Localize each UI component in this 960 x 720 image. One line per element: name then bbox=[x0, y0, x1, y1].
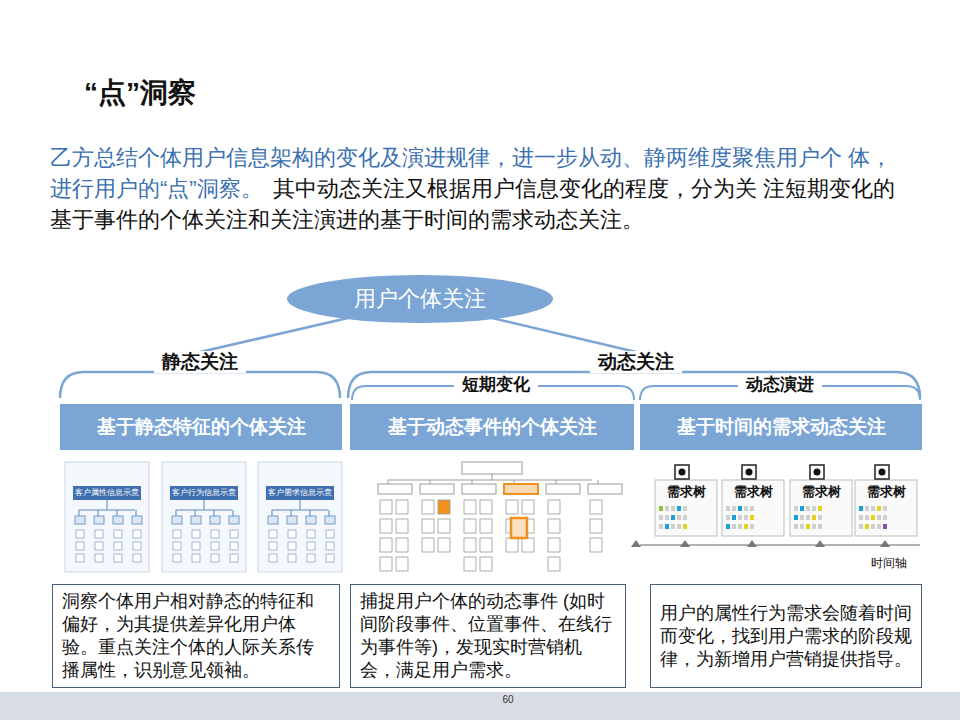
panel-header bbox=[73, 486, 141, 500]
bracket-label: 静态关注 bbox=[154, 351, 246, 373]
description-box: 捕捉用户个体的动态事件 (如时间阶段事件、位置事件、在线行为事件等)，发现实时营… bbox=[350, 584, 626, 688]
description-box: 用户的属性行为需求会随着时间而变化，找到用户需求的阶段规律，为新增用户营销提供指… bbox=[650, 584, 922, 688]
tree-label: 需求树 bbox=[667, 485, 706, 500]
timeline-illustration bbox=[631, 465, 920, 547]
axis-label: 时间轴 bbox=[871, 557, 907, 571]
branch-line bbox=[492, 318, 636, 352]
bracket-label: 动态关注 bbox=[590, 351, 682, 373]
category-bar: 基于动态事件的个体关注 bbox=[350, 404, 634, 450]
node-text: 基于静态特征的个体关注 bbox=[68, 414, 334, 440]
panel bbox=[162, 462, 246, 572]
panel bbox=[65, 462, 149, 572]
bracket bbox=[60, 372, 340, 398]
node-text: 用户的属性行为需求会随着时间而变化，找到用户需求的阶段规律，为新增用户营销提供指… bbox=[660, 602, 912, 671]
panel-header-text: 客户行为信息示意 bbox=[172, 488, 236, 497]
bracket-label: 短期变化 bbox=[454, 375, 538, 395]
category-bar: 基于静态特征的个体关注 bbox=[60, 404, 342, 450]
page-number: 60 bbox=[502, 694, 513, 706]
branch-line bbox=[200, 318, 348, 352]
panel-header bbox=[170, 486, 238, 500]
bracket-label: 动态演进 bbox=[738, 375, 822, 395]
footer-band bbox=[0, 692, 960, 720]
panel-header-text: 客户需求信息示意 bbox=[268, 488, 332, 497]
description-box: 洞察个体用户相对静态的特征和偏好，为其提供差异化用户体验。重点关注个体的人际关系… bbox=[52, 584, 340, 688]
event-illustration bbox=[378, 462, 622, 571]
node-text: 基于时间的需求动态关注 bbox=[648, 414, 914, 440]
root-ellipse: 用户个体关注 bbox=[286, 274, 554, 324]
node-text: 捕捉用户个体的动态事件 (如时间阶段事件、位置事件、在线行为事件等)，发现实时营… bbox=[360, 590, 616, 682]
tree-label: 需求树 bbox=[802, 485, 841, 500]
static-illustration bbox=[65, 462, 342, 572]
node-text: 基于动态事件的个体关注 bbox=[358, 414, 626, 440]
slide-title: “点”洞察 bbox=[84, 74, 196, 112]
panel-header-text: 客户属性信息示意 bbox=[75, 488, 139, 497]
panel bbox=[258, 462, 342, 572]
node-text: 用户个体关注 bbox=[326, 284, 514, 314]
intro-paragraph: 乙方总结个体用户信息架构的变化及演进规律，进一步从动、静两维度聚焦用户个 体，进… bbox=[50, 142, 900, 235]
tree-label: 需求树 bbox=[867, 485, 906, 500]
node-text: 洞察个体用户相对静态的特征和偏好，为其提供差异化用户体验。重点关注个体的人际关系… bbox=[62, 590, 330, 682]
category-bar: 基于时间的需求动态关注 bbox=[640, 404, 922, 450]
tree-label: 需求树 bbox=[734, 485, 773, 500]
panel-header bbox=[266, 486, 334, 500]
